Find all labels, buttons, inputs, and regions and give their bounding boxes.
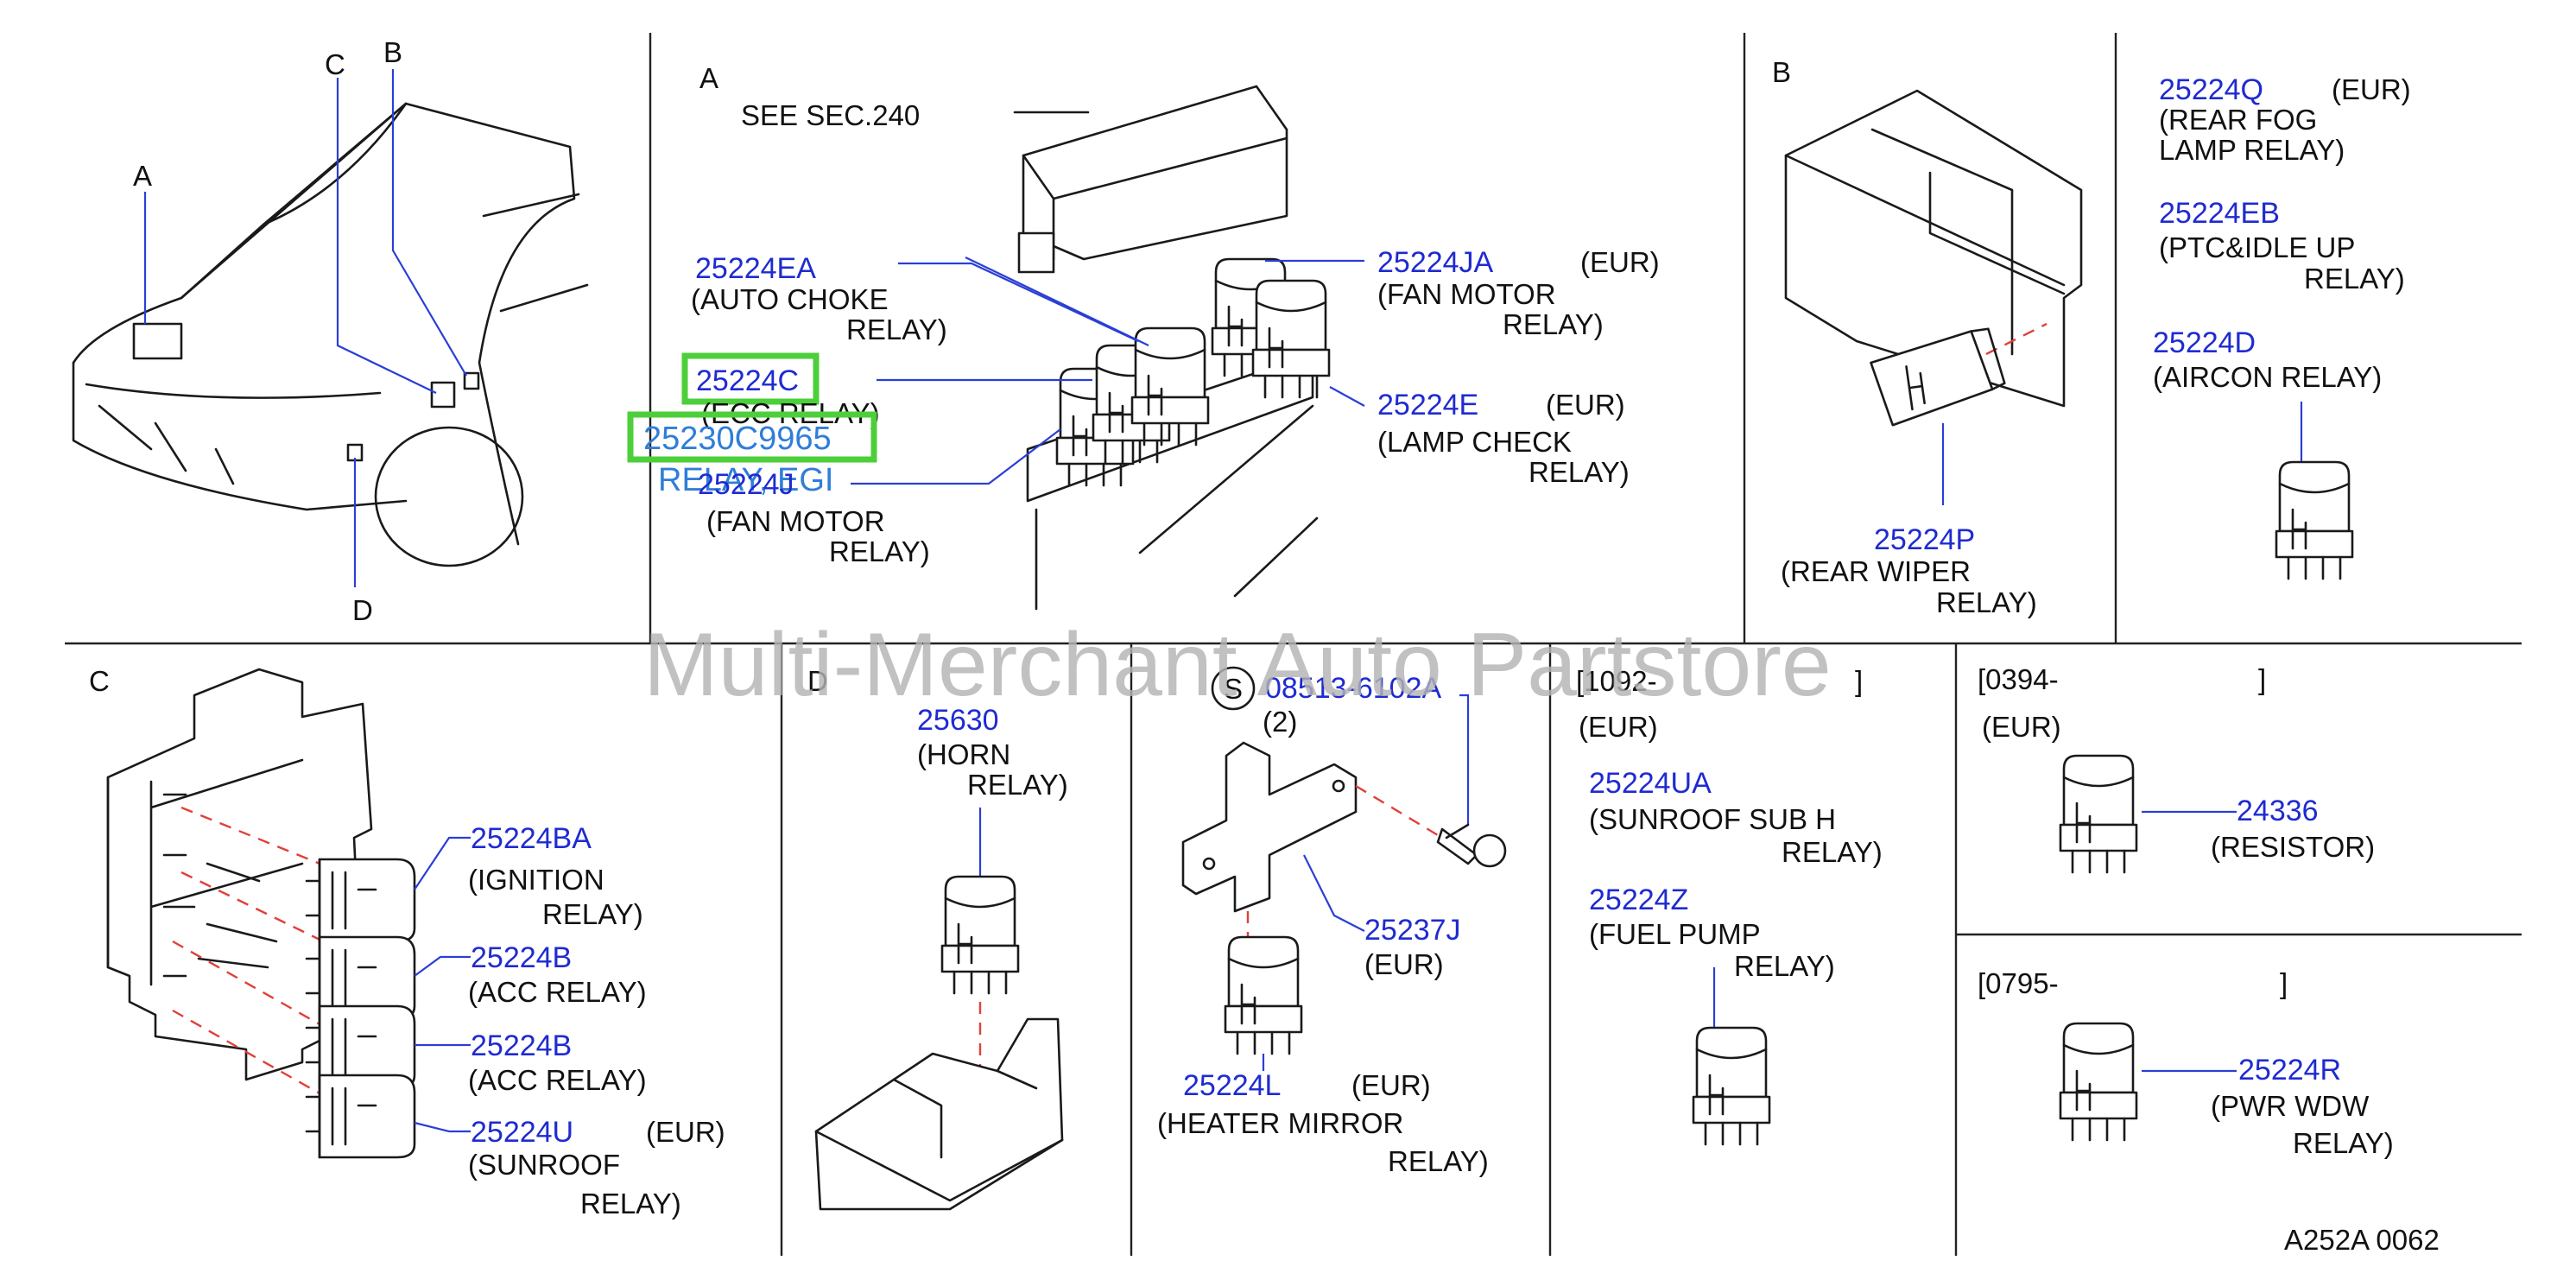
part-25224q-tag: (EUR) [2332,73,2411,105]
car-illustration: A C B D [72,36,589,626]
part-25224ja-desc2: RELAY) [1503,308,1604,340]
date-0795: [0795- [1978,967,2059,999]
part-25224ba-desc2: RELAY) [542,898,643,930]
part-25224j-desc1: (FAN MOTOR [706,505,885,537]
diagram-code: A252A 0062 [2284,1224,2440,1256]
part-25224u[interactable]: 25224U [471,1116,573,1149]
car-letter-b: B [383,36,402,68]
part-25224p[interactable]: 25224P [1874,523,1975,556]
panel-s: S 08513-6102A (2) 25237J (EUR) 25224L (E… [1157,666,1507,1177]
panel-1092-tag: (EUR) [1579,711,1658,743]
part-25224r-desc1: (PWR WDW [2211,1090,2370,1122]
part-25224ja[interactable]: 25224JA [1377,246,1494,279]
date-0394-end: ] [2258,663,2266,695]
part-25224ba-desc1: (IGNITION [468,864,604,896]
part-25224ja-desc1: (FAN MOTOR [1377,278,1556,310]
part-25237j[interactable]: 25237J [1364,914,1461,947]
part-25224b-1[interactable]: 25224B [471,941,572,974]
panel-b-letter: B [1772,56,1791,88]
panel-0394: [0394- ] (EUR) 24336 (RESISTOR) [1978,663,2375,874]
panel-b: B 25224P (REAR WIPER RELAY) [1772,56,2083,618]
part-25224ua-desc1: (SUNROOF SUB H [1589,803,1836,835]
part-25224z-desc1: (FUEL PUMP [1589,918,1761,950]
part-25224ja-tag: (EUR) [1580,246,1660,278]
panel-right-top: 25224Q (EUR) (REAR FOG LAMP RELAY) 25224… [2153,73,2411,580]
part-25224l-desc1: (HEATER MIRROR [1157,1107,1403,1139]
part-25224ea-desc2: RELAY) [846,314,947,345]
part-25224ua[interactable]: 25224UA [1589,767,1712,800]
part-25224e[interactable]: 25224E [1377,389,1478,421]
part-25224z[interactable]: 25224Z [1589,884,1688,916]
part-25224u-desc2: RELAY) [580,1188,681,1219]
part-25224r[interactable]: 25224R [2238,1054,2341,1086]
part-25224q-desc1: (REAR FOG [2159,104,2317,136]
part-24336[interactable]: 24336 [2237,795,2319,827]
part-25224ea-desc1: (AUTO CHOKE [691,283,889,315]
date-1092: [1092- [1576,665,1657,697]
date-0394: [0394- [1978,663,2059,695]
panel-d-letter: D [807,665,828,697]
part-25224ea[interactable]: 25224EA [695,252,816,285]
part-25630-desc1: (HORN [917,738,1010,770]
part-25224q-desc2: LAMP RELAY) [2159,134,2345,166]
car-letter-d: D [352,594,373,626]
part-25224z-desc2: RELAY) [1734,950,1835,982]
part-25630-desc2: RELAY) [967,769,1068,801]
panel-d: D 25630 (HORN RELAY) [807,665,1068,1211]
part-25224b-1-desc: (ACC RELAY) [468,976,647,1008]
car-letter-c: C [325,48,345,80]
part-25224u-tag: (EUR) [646,1116,725,1148]
part-25237j-tag: (EUR) [1364,948,1444,980]
watermark: Multi-Merchant Auto Partstore [643,615,1832,715]
part-25224eb[interactable]: 25224EB [2159,197,2280,230]
panel-c: C 25224BA (IGNITION RELAY) 25224B (ACC R… [89,665,725,1219]
s-symbol: S [1224,673,1243,705]
panel-1092: [1092- ] (EUR) 25224UA (SUNROOF SUB H RE… [1576,665,1883,1146]
part-25224d[interactable]: 25224D [2153,326,2256,359]
highlight-box-25224c [681,352,820,405]
highlight-code[interactable]: 25230C9965 [643,421,832,457]
part-25224l-desc2: RELAY) [1388,1145,1489,1177]
part-25224b-2-desc: (ACC RELAY) [468,1064,647,1096]
part-25224q[interactable]: 25224Q [2159,73,2263,106]
panel-a: A SEE SEC.240 25224EA (AUTO CHOKE RELAY)… [627,62,1660,611]
panel-0795: [0795- ] 25224R (PWR WDW RELAY) [1978,967,2394,1159]
part-25224r-desc2: RELAY) [2293,1127,2394,1159]
part-25224e-desc2: RELAY) [1529,456,1630,488]
part-25224l[interactable]: 25224L [1183,1069,1281,1102]
part-25224u-desc1: (SUNROOF [468,1149,620,1181]
part-25224ba[interactable]: 25224BA [471,822,592,855]
see-sec-label: SEE SEC.240 [741,99,920,131]
panel-c-letter: C [89,665,110,697]
part-25224b-2[interactable]: 25224B [471,1029,572,1062]
part-25224eb-desc2: RELAY) [2304,263,2405,295]
date-1092-end: ] [1855,665,1863,697]
part-25224ua-desc2: RELAY) [1782,836,1883,868]
highlight-box-egi [627,411,877,463]
part-25224d-desc: (AIRCON RELAY) [2153,361,2382,393]
part-25224e-tag: (EUR) [1546,389,1625,421]
part-25224eb-desc1: (PTC&IDLE UP [2159,231,2355,263]
part-25630[interactable]: 25630 [917,704,999,737]
part-25224l-tag: (EUR) [1351,1069,1431,1101]
part-25224e-desc1: (LAMP CHECK [1377,426,1572,458]
part-24336-desc: (RESISTOR) [2211,831,2375,863]
car-letter-a: A [133,160,152,192]
part-25224p-desc1: (REAR WIPER [1781,555,1971,587]
part-08513-6102a-qty: (2) [1263,706,1297,738]
panel-frame [65,33,2522,1256]
part-08513-6102a[interactable]: 08513-6102A [1265,672,1442,705]
part-25224j-desc2: RELAY) [829,535,930,567]
part-25224j[interactable]: 25224J [698,468,794,501]
part-25224p-desc2: RELAY) [1936,586,2037,618]
panel-a-letter: A [699,62,718,94]
panel-0394-tag: (EUR) [1982,711,2061,743]
highlight-sub: RELAY, EGI [658,462,833,498]
date-0795-end: ] [2280,967,2288,999]
part-25224c[interactable]: 25224C [696,364,799,397]
